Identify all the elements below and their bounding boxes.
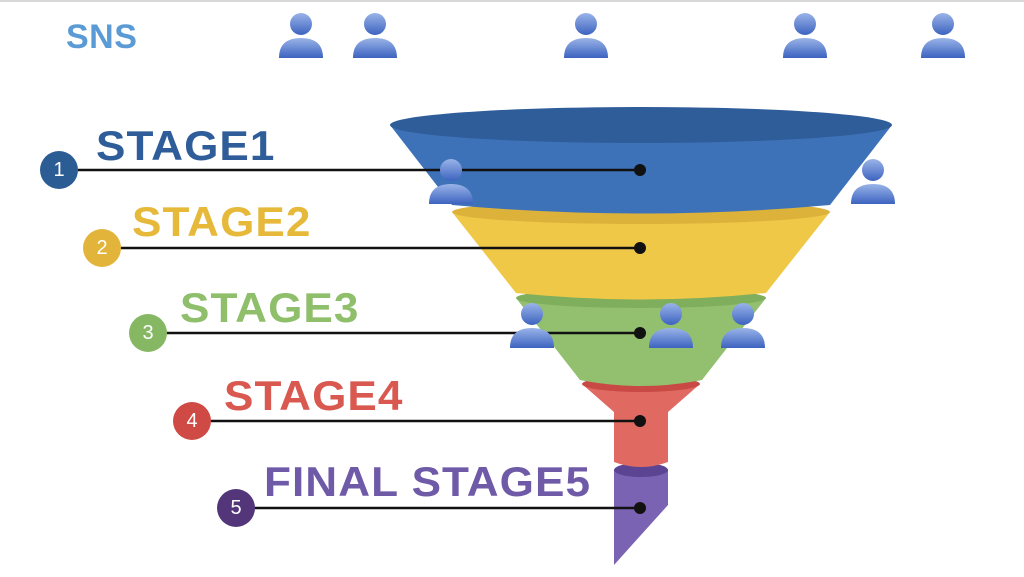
user-icon [921, 13, 965, 58]
user-icon [353, 13, 397, 58]
stage-5-badge: 5 [217, 489, 255, 527]
stage-4-label: STAGE4 [224, 372, 404, 419]
leader-dot-5 [634, 502, 646, 514]
stage-1-label: STAGE1 [96, 122, 276, 169]
top-border [0, 0, 1024, 2]
user-icon [783, 13, 827, 58]
leader-dot-1 [634, 164, 646, 176]
stage-5-label: FINAL STAGE5 [264, 458, 592, 505]
leader-dot-3 [634, 327, 646, 339]
stage-1-badge: 1 [40, 151, 78, 189]
leader-lines [78, 168, 640, 510]
sns-title: SNS [66, 18, 138, 56]
user-icon [564, 13, 608, 58]
leader-dot-2 [634, 242, 646, 254]
stage-3-badge: 3 [129, 314, 167, 352]
stage-2-label: STAGE2 [132, 198, 312, 245]
stage-4-badge: 4 [173, 402, 211, 440]
leader-dots [634, 164, 646, 514]
funnel-stage-5 [614, 463, 668, 565]
leader-dot-4 [634, 415, 646, 427]
stage-3-label: STAGE3 [180, 284, 360, 331]
user-icon [279, 13, 323, 58]
stage-2-badge: 2 [83, 229, 121, 267]
